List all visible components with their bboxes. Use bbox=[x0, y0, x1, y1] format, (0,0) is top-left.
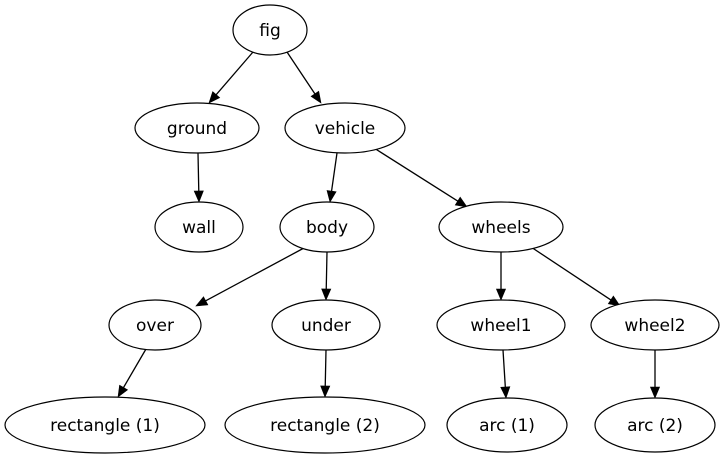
edge-arrowhead bbox=[649, 386, 661, 399]
node-rectangle2[interactable]: rectangle (2) bbox=[224, 396, 426, 454]
node-ellipse-body[interactable] bbox=[279, 201, 375, 253]
edge-arrowhead bbox=[500, 386, 511, 399]
edge-line bbox=[325, 251, 328, 290]
node-label-rectangle1: rectangle (1) bbox=[50, 416, 160, 436]
node-label-wheel1: wheel1 bbox=[470, 316, 531, 336]
edge-vehicle-to-wheels bbox=[373, 147, 468, 208]
edge-line bbox=[215, 51, 254, 96]
node-ellipse-fig[interactable] bbox=[232, 4, 308, 56]
edge-arrowhead bbox=[208, 91, 221, 104]
node-ellipse-wheels[interactable] bbox=[438, 201, 564, 253]
node-wall[interactable]: wall bbox=[154, 201, 244, 253]
node-ellipse-rectangle2[interactable] bbox=[224, 396, 426, 454]
nodes-layer: fig ground vehicle wall body wheels over under w… bbox=[4, 4, 720, 454]
edge-over-to-rectangle1 bbox=[117, 348, 147, 398]
node-over[interactable]: over bbox=[108, 299, 202, 351]
node-label-rectangle2: rectangle (2) bbox=[270, 416, 380, 436]
edge-arrowhead bbox=[320, 385, 331, 398]
edge-body-to-over bbox=[195, 247, 305, 307]
node-label-fig: fig bbox=[259, 21, 281, 41]
node-vehicle[interactable]: vehicle bbox=[284, 102, 406, 154]
node-ellipse-under[interactable] bbox=[271, 299, 381, 351]
node-rectangle1[interactable]: rectangle (1) bbox=[4, 396, 206, 454]
node-under[interactable]: under bbox=[271, 299, 381, 351]
node-ellipse-over[interactable] bbox=[108, 299, 202, 351]
edge-line bbox=[530, 246, 612, 301]
edge-fig-to-ground bbox=[208, 51, 254, 104]
edge-body-to-under bbox=[321, 251, 332, 301]
edge-line bbox=[197, 152, 200, 192]
edge-line bbox=[324, 349, 327, 387]
edge-fig-to-vehicle bbox=[286, 51, 322, 104]
node-body[interactable]: body bbox=[279, 201, 375, 253]
node-ellipse-arc1[interactable] bbox=[446, 397, 568, 453]
node-ellipse-ground[interactable] bbox=[134, 102, 260, 154]
node-fig[interactable]: fig bbox=[232, 4, 308, 56]
node-label-wall: wall bbox=[182, 218, 216, 238]
edge-wheel1-to-arc1 bbox=[500, 349, 511, 399]
edge-arrowhead bbox=[454, 196, 468, 208]
node-arc2[interactable]: arc (2) bbox=[594, 397, 716, 453]
edge-line bbox=[205, 247, 305, 302]
node-label-under: under bbox=[301, 316, 351, 336]
edge-wheels-to-wheel1 bbox=[495, 252, 507, 301]
edge-arrowhead bbox=[321, 288, 332, 301]
node-label-body: body bbox=[306, 218, 348, 238]
node-wheel1[interactable]: wheel1 bbox=[436, 299, 566, 351]
edges-layer bbox=[117, 51, 661, 399]
edge-arrowhead bbox=[607, 295, 621, 307]
node-label-wheels: wheels bbox=[471, 218, 530, 238]
edge-line bbox=[122, 348, 147, 388]
node-wheels[interactable]: wheels bbox=[438, 201, 564, 253]
node-ellipse-wheel2[interactable] bbox=[590, 299, 720, 351]
edge-arrowhead bbox=[193, 190, 204, 203]
node-label-ground: ground bbox=[167, 119, 227, 139]
edge-under-to-rectangle2 bbox=[320, 349, 331, 398]
node-ellipse-vehicle[interactable] bbox=[284, 102, 406, 154]
edge-arrowhead bbox=[326, 190, 337, 203]
edge-line bbox=[286, 51, 316, 95]
node-label-vehicle: vehicle bbox=[315, 119, 376, 139]
edge-line bbox=[330, 152, 338, 192]
edge-arrowhead bbox=[310, 90, 322, 104]
edge-line bbox=[502, 349, 506, 388]
node-label-over: over bbox=[136, 316, 174, 336]
edge-vehicle-to-body bbox=[326, 152, 338, 203]
node-ellipse-wheel1[interactable] bbox=[436, 299, 566, 351]
edge-line bbox=[373, 147, 459, 202]
edge-wheel2-to-arc2 bbox=[649, 350, 661, 399]
edge-arrowhead bbox=[495, 288, 507, 301]
edge-ground-to-wall bbox=[193, 152, 204, 203]
node-label-wheel2: wheel2 bbox=[624, 316, 685, 336]
node-ellipse-arc2[interactable] bbox=[594, 397, 716, 453]
edge-arrowhead bbox=[195, 296, 209, 307]
node-ground[interactable]: ground bbox=[134, 102, 260, 154]
node-ellipse-rectangle1[interactable] bbox=[4, 396, 206, 454]
node-label-arc2: arc (2) bbox=[627, 416, 683, 436]
node-ellipse-wall[interactable] bbox=[154, 201, 244, 253]
edge-wheels-to-wheel2 bbox=[530, 246, 621, 307]
edge-arrowhead bbox=[117, 384, 129, 398]
node-wheel2[interactable]: wheel2 bbox=[590, 299, 720, 351]
node-arc1[interactable]: arc (1) bbox=[446, 397, 568, 453]
node-label-arc1: arc (1) bbox=[479, 416, 535, 436]
